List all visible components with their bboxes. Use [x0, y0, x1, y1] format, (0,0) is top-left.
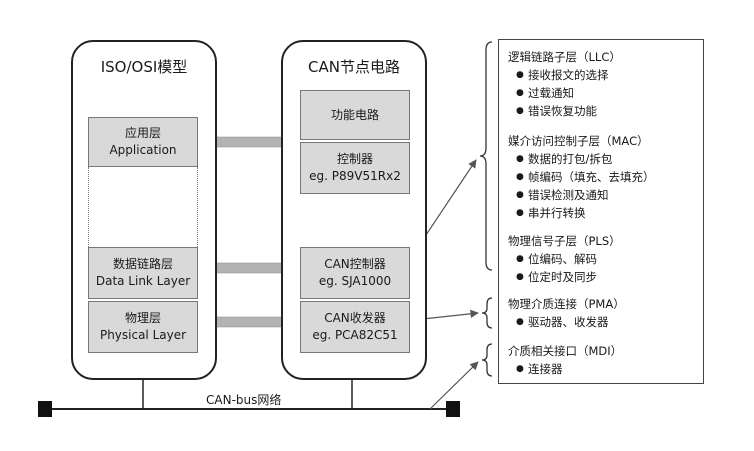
can-transceiver-label-cn: CAN收发器 [324, 311, 386, 325]
brace-pma [481, 297, 493, 329]
can-node-title: CAN节点电路 [308, 58, 400, 76]
can-controller-label-en: eg. SJA1000 [318, 274, 392, 288]
mcu-label-en: eg. P89V51Rx2 [309, 169, 401, 183]
can-controller-label-cn: CAN控制器 [324, 257, 386, 271]
mdi-title: 介质相关接口（MDI） [508, 344, 623, 358]
list-item: 过载通知 [508, 84, 621, 102]
can-transceiver-label-en: eg. PCA82C51 [312, 328, 398, 342]
list-item: 错误检测及通知 [508, 186, 655, 204]
list-item: 驱动器、收发器 [508, 313, 625, 331]
pma-title: 物理介质连接（PMA） [508, 297, 625, 311]
sublayer-panel: 逻辑链路子层（LLC） 接收报文的选择 过载通知 错误恢复功能 媒介访问控制子层… [498, 39, 704, 384]
function-circuit-label: 功能电路 [330, 107, 379, 122]
physical-layer-en: Physical Layer [99, 328, 187, 342]
data-link-layer-box: 数据链路层 Data Link Layer [88, 247, 198, 299]
list-item: 帧编码（填充、去填充） [508, 168, 655, 186]
data-link-layer-en: Data Link Layer [95, 274, 191, 288]
pma-section: 物理介质连接（PMA） 驱动器、收发器 [508, 295, 625, 331]
mcu-label-cn: 控制器 [336, 152, 373, 166]
can-controller-box: CAN控制器 eg. SJA1000 [300, 247, 410, 299]
can-transceiver-box: CAN收发器 eg. PCA82C51 [300, 301, 410, 353]
llc-section: 逻辑链路子层（LLC） 接收报文的选择 过载通知 错误恢复功能 [508, 48, 621, 120]
llc-title: 逻辑链路子层（LLC） [508, 50, 621, 64]
list-item: 位定时及同步 [508, 268, 621, 286]
middle-layers-placeholder [88, 167, 198, 247]
list-item: 数据的打包/拆包 [508, 150, 655, 168]
function-circuit-box: 功能电路 [300, 90, 410, 140]
mac-title: 媒介访问控制子层（MAC） [508, 134, 649, 148]
list-item: 串并行转换 [508, 204, 655, 222]
data-link-layer-cn: 数据链路层 [112, 257, 173, 271]
bus-terminator-right [446, 401, 460, 417]
mdi-section: 介质相关接口（MDI） 连接器 [508, 342, 622, 378]
osi-model-title: ISO/OSI模型 [100, 58, 188, 76]
mcu-box: 控制器 eg. P89V51Rx2 [300, 142, 410, 194]
list-item: 位编码、解码 [508, 250, 621, 268]
list-item: 错误恢复功能 [508, 102, 621, 120]
physical-layer-box: 物理层 Physical Layer [88, 301, 198, 353]
pls-title: 物理信号子层（PLS） [508, 234, 621, 248]
pls-section: 物理信号子层（PLS） 位编码、解码 位定时及同步 [508, 232, 621, 286]
mac-section: 媒介访问控制子层（MAC） 数据的打包/拆包 帧编码（填充、去填充） 错误检测及… [508, 132, 655, 222]
application-layer-box: 应用层 Application [88, 117, 198, 167]
bus-terminator-left [38, 401, 52, 417]
brace-data-link [479, 41, 493, 271]
list-item: 连接器 [508, 360, 622, 378]
brace-mdi [481, 343, 493, 377]
application-layer-cn: 应用层 [124, 126, 161, 140]
application-layer-en: Application [109, 143, 177, 157]
list-item: 接收报文的选择 [508, 66, 621, 84]
physical-layer-cn: 物理层 [124, 311, 161, 325]
can-bus-label: CAN-bus网络 [206, 393, 282, 407]
pointer-bus [429, 361, 479, 410]
